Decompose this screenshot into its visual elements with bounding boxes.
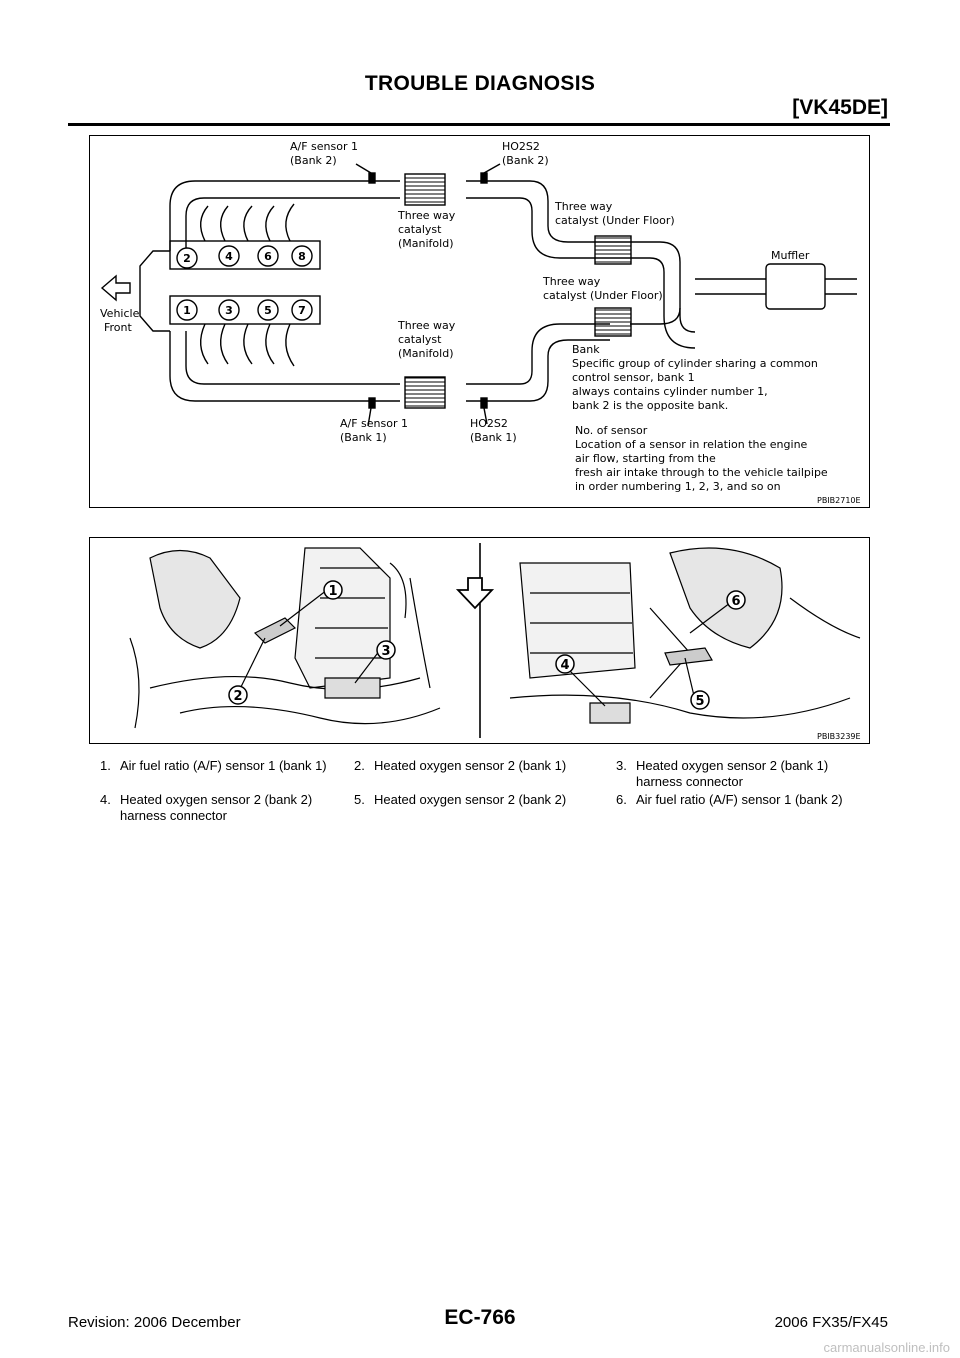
label-sensor-number-definition: No. of sensor xyxy=(575,424,648,437)
cylinder-2 xyxy=(176,247,198,269)
legend-number: 4. xyxy=(100,792,111,807)
label-twc-manifold-bank2: catalyst xyxy=(398,223,442,236)
label-af-bank1: A/F sensor 1 xyxy=(340,417,408,430)
label-twc-manifold-bank2: (Manifold) xyxy=(398,237,453,250)
label-af-bank2: (Bank 2) xyxy=(290,154,337,167)
label-bank-definition: bank 2 is the opposite bank. xyxy=(572,399,728,412)
muffler-box xyxy=(765,263,826,310)
label-ho2s2-bank2: HO2S2 xyxy=(502,140,540,153)
catalyst-manifold-bank1 xyxy=(404,376,446,409)
callout-markers xyxy=(228,580,746,710)
label-twc-underfloor-bottom: catalyst (Under Floor) xyxy=(543,289,663,302)
callout-2: 2 xyxy=(233,689,242,704)
label-muffler: Muffler xyxy=(771,249,810,262)
cylinder-4 xyxy=(218,245,240,267)
legend-text: Heated oxygen sensor 2 (bank 1) xyxy=(636,758,829,773)
label-sensor-number-definition: fresh air intake through to the vehicle … xyxy=(575,466,828,479)
label-sensor-number-definition: in order numbering 1, 2, 3, and so on xyxy=(575,480,781,493)
legend-number: 2. xyxy=(354,758,365,773)
legend-text: Air fuel ratio (A/F) sensor 1 (bank 1) xyxy=(120,758,327,773)
catalyst-underfloor-bank2 xyxy=(594,235,632,265)
ho2s2-bank1-mark xyxy=(480,397,488,409)
label-twc-manifold-bank1: (Manifold) xyxy=(398,347,453,360)
cylinder-1 xyxy=(176,299,198,321)
label-ho2s2-bank1: HO2S2 xyxy=(470,417,508,430)
section-code: [VK45DE] xyxy=(792,96,888,119)
label-ho2s2-bank2: (Bank 2) xyxy=(502,154,549,167)
af-sensor-bank2-mark xyxy=(368,172,376,184)
label-vehicle-front: Front xyxy=(104,321,133,334)
legend-text: Heated oxygen sensor 2 (bank 2) xyxy=(374,792,567,807)
cylinder-6 xyxy=(257,245,279,267)
label-ho2s2-bank1: (Bank 1) xyxy=(470,431,517,444)
label-bank-definition: Specific group of cylinder sharing a com… xyxy=(572,357,818,370)
figure-id: PBIB2710E xyxy=(817,496,861,505)
callout-5: 5 xyxy=(695,694,704,709)
legend-text: harness connector xyxy=(636,774,743,789)
cylinder-label: 4 xyxy=(225,250,233,263)
legend-text: harness connector xyxy=(120,808,227,823)
ho2s2-bank2-mark xyxy=(480,172,488,184)
callout-3: 3 xyxy=(381,644,390,659)
label-bank-definition: Bank xyxy=(572,343,600,356)
callout-1: 1 xyxy=(328,584,337,599)
cylinder-label: 2 xyxy=(183,252,191,265)
legend-text: Heated oxygen sensor 2 (bank 1) xyxy=(374,758,567,773)
label-vehicle-front: Vehicle xyxy=(100,307,140,320)
cylinder-8 xyxy=(291,245,313,267)
label-twc-underfloor-top: catalyst (Under Floor) xyxy=(555,214,675,227)
label-twc-manifold-bank2: Three way xyxy=(397,209,456,222)
sensor-location-svg: 1 2 3 4 5 6 PBIB3239E xyxy=(129,543,861,741)
cylinder-label: 5 xyxy=(264,304,272,317)
legend-number: 1. xyxy=(100,758,111,773)
cylinder-label: 1 xyxy=(183,304,191,317)
sensor-location-illustration: 1 2 3 4 5 6 PBIB3239E xyxy=(89,537,870,744)
catalyst-manifold-bank2 xyxy=(404,173,446,206)
exhaust-layout-diagram: 2 4 6 8 1 3 5 7 A/F sensor 1 (Bank 2) HO… xyxy=(89,135,870,508)
legend-number: 6. xyxy=(616,792,627,807)
af-sensor-bank1-mark xyxy=(368,397,376,409)
page-title: TROUBLE DIAGNOSIS xyxy=(364,72,596,95)
cylinder-label: 8 xyxy=(298,250,306,263)
catalyst-underfloor-bank1 xyxy=(594,307,632,337)
cylinder-label: 3 xyxy=(225,304,233,317)
cylinder-3 xyxy=(218,299,240,321)
legend-number: 5. xyxy=(354,792,365,807)
revision-date: Revision: 2006 December xyxy=(68,1314,241,1331)
label-af-bank1: (Bank 1) xyxy=(340,431,387,444)
cylinder-label: 7 xyxy=(298,304,306,317)
label-twc-manifold-bank1: Three way xyxy=(397,319,456,332)
legend-text: Air fuel ratio (A/F) sensor 1 (bank 2) xyxy=(636,792,843,807)
legend-number: 3. xyxy=(616,758,627,773)
callout-6: 6 xyxy=(731,594,740,609)
cylinder-label: 6 xyxy=(264,250,272,263)
label-twc-underfloor-top: Three way xyxy=(554,200,613,213)
header-rule xyxy=(68,123,890,126)
label-bank-definition: always contains cylinder number 1, xyxy=(572,385,768,398)
cylinder-5 xyxy=(257,299,279,321)
model-name: 2006 FX35/FX45 xyxy=(774,1314,888,1331)
label-bank-definition: control sensor, bank 1 xyxy=(572,371,695,384)
label-sensor-number-definition: air flow, starting from the xyxy=(575,452,716,465)
callout-4: 4 xyxy=(560,658,569,673)
label-sensor-number-definition: Location of a sensor in relation the eng… xyxy=(575,438,808,451)
exhaust-diagram-svg: 2 4 6 8 1 3 5 7 A/F sensor 1 (Bank 2) HO… xyxy=(100,140,861,505)
label-af-bank2: A/F sensor 1 xyxy=(290,140,358,153)
label-twc-underfloor-bottom: Three way xyxy=(542,275,601,288)
figure-id: PBIB3239E xyxy=(817,732,861,741)
legend-text: Heated oxygen sensor 2 (bank 2) xyxy=(120,792,313,807)
cylinder-7 xyxy=(291,299,313,321)
page-number: EC-766 xyxy=(444,1306,516,1329)
label-twc-manifold-bank1: catalyst xyxy=(398,333,442,346)
watermark: carmanualsonline.info xyxy=(823,1340,950,1355)
